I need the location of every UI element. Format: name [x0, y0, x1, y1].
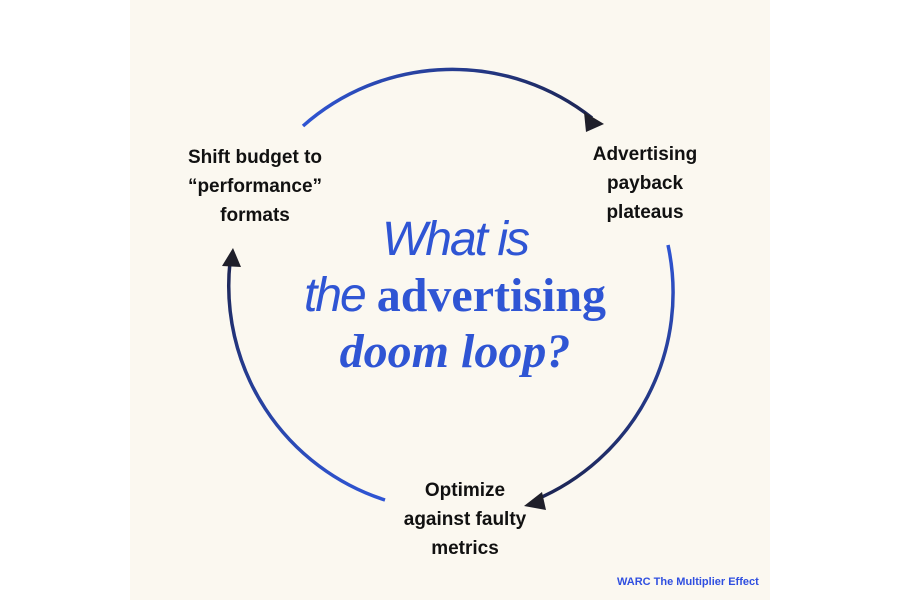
title-line-1: What is	[381, 213, 530, 266]
step-line: formats	[220, 205, 290, 226]
step-line: Shift budget to	[187, 147, 323, 168]
step-line: Advertising	[592, 144, 698, 165]
arrowhead-left-icon	[222, 248, 241, 267]
credit-text: WARC The Multiplier Effect	[617, 576, 759, 588]
center-title: What is the advertising doom loop?	[290, 212, 620, 380]
step-line: payback	[606, 173, 684, 194]
step-line: metrics	[431, 538, 499, 559]
step-optimize: Optimize against faulty metrics	[385, 476, 545, 563]
arrowhead-right-icon	[524, 492, 546, 510]
step-shift-budget: Shift budget to “performance” formats	[160, 143, 350, 230]
title-line-2-light: the	[303, 269, 367, 322]
step-line: plateaus	[606, 202, 684, 223]
title-line-2-bold: advertising	[376, 269, 607, 322]
arc-left	[226, 261, 386, 502]
background-panel	[130, 0, 770, 600]
arrowhead-top-icon	[584, 112, 604, 132]
title-line-3: doom loop?	[339, 325, 571, 378]
step-payback-plateaus: Advertising payback plateaus	[560, 140, 730, 227]
step-line: Optimize	[424, 480, 506, 501]
step-line: “performance”	[187, 176, 323, 197]
arc-right	[534, 244, 675, 502]
arc-top	[301, 67, 594, 128]
step-line: against faulty	[403, 509, 527, 530]
